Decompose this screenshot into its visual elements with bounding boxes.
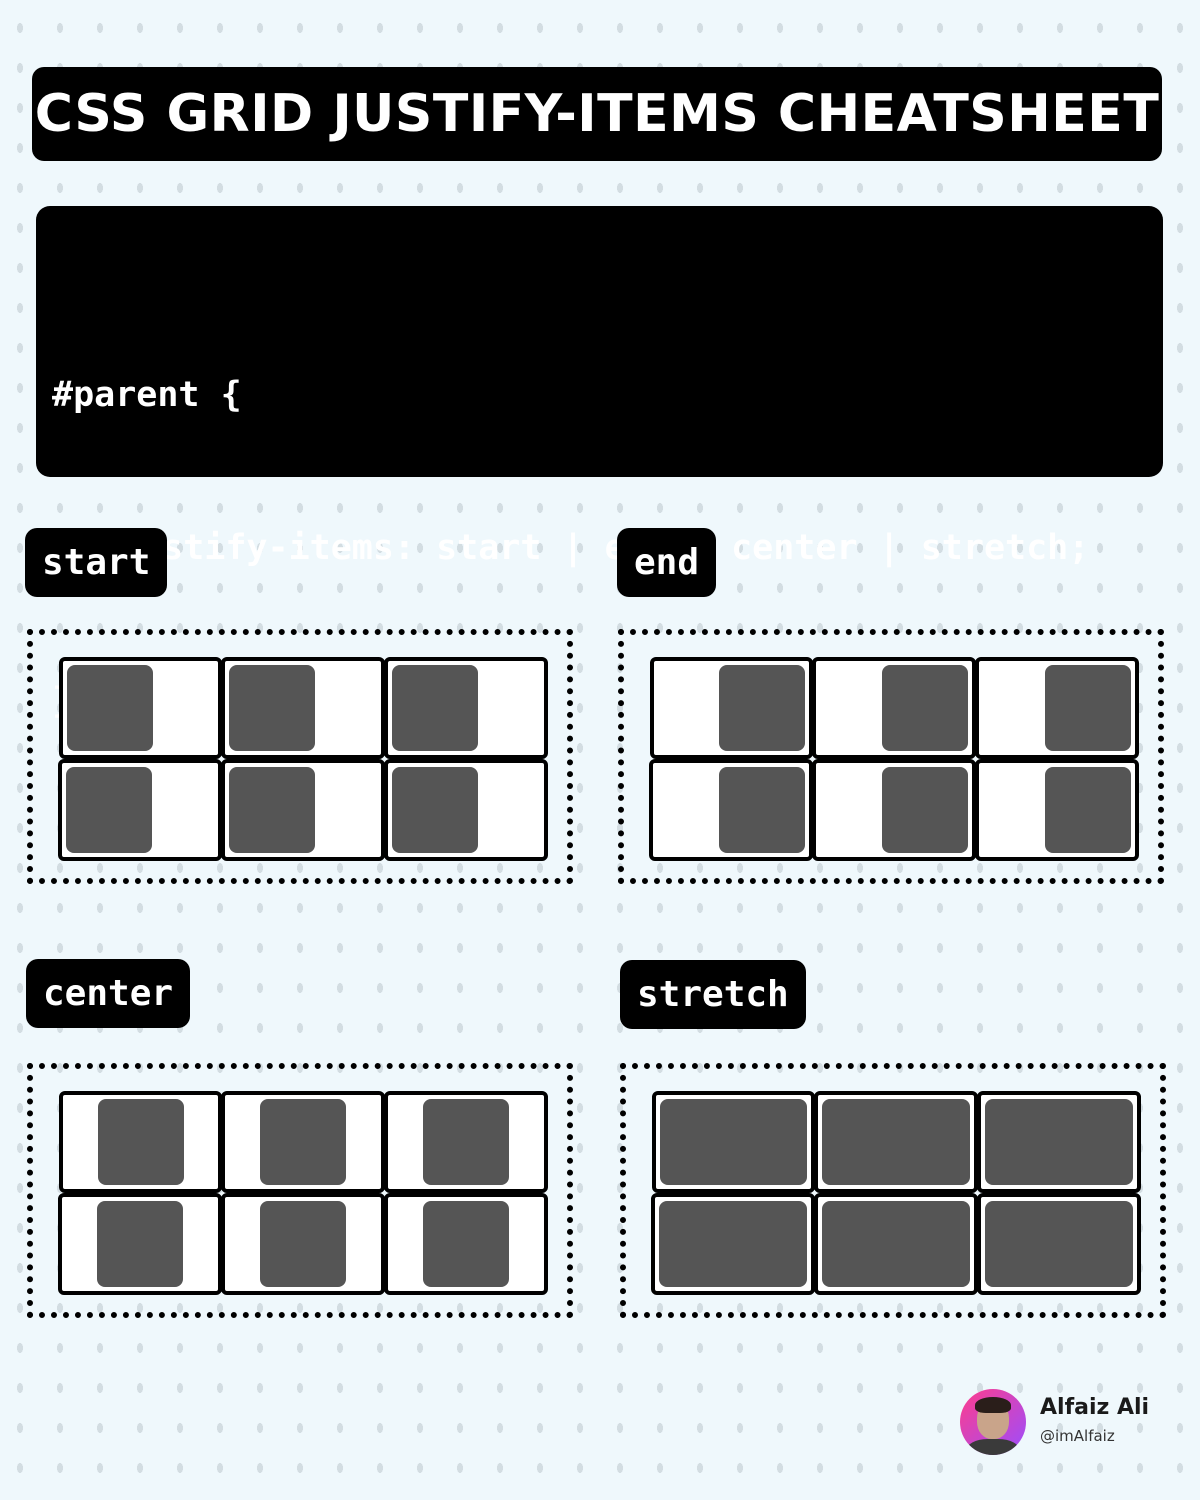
grid-cell: [58, 1193, 222, 1295]
grid-item: [260, 1201, 346, 1287]
grid-cell: [977, 1193, 1141, 1295]
avatar-hair: [975, 1397, 1011, 1413]
author-name: Alfaiz Ali: [1040, 1395, 1150, 1420]
grid-cell: [58, 759, 222, 861]
end-grid: [649, 657, 1139, 861]
start-grid: [58, 657, 548, 861]
center-grid: [58, 1091, 548, 1295]
grid-cell: [59, 657, 222, 759]
grid-cell: [812, 759, 976, 861]
grid-item: [985, 1099, 1133, 1185]
grid-cell: [975, 759, 1139, 861]
grid-item: [822, 1201, 970, 1287]
end-grid-container: [618, 629, 1164, 884]
grid-cell: [650, 657, 813, 759]
page-title-text: CSS GRID JUSTIFY-ITEMS CHEATSHEET: [34, 84, 1160, 144]
grid-item: [985, 1201, 1133, 1287]
grid-cell: [384, 1193, 548, 1295]
page-title: CSS GRID JUSTIFY-ITEMS CHEATSHEET: [32, 67, 1162, 161]
grid-item: [1045, 767, 1131, 853]
grid-cell: [221, 759, 385, 861]
code-block: #parent { justify-items: start | end | c…: [36, 206, 1163, 721]
grid-item: [229, 767, 315, 853]
grid-item: [229, 665, 315, 751]
grid-cell: [975, 657, 1139, 759]
grid-item: [97, 1099, 184, 1185]
grid-cell: [652, 1091, 815, 1193]
grid-item: [882, 767, 968, 853]
grid-item: [423, 1099, 509, 1185]
grid-item: [97, 1201, 183, 1287]
grid-item: [67, 665, 153, 751]
grid-cell: [384, 657, 548, 759]
grid-cell: [221, 1193, 385, 1295]
stretch-grid: [651, 1091, 1141, 1295]
grid-cell: [812, 657, 976, 759]
grid-item: [719, 665, 805, 751]
grid-cell: [221, 1091, 385, 1193]
grid-cell: [59, 1091, 222, 1193]
grid-cell: [221, 657, 385, 759]
start-grid-container: [27, 629, 573, 884]
grid-item: [822, 1099, 970, 1185]
grid-item: [423, 1201, 509, 1287]
grid-cell: [651, 1193, 815, 1295]
grid-item: [882, 665, 968, 751]
grid-cell: [649, 759, 813, 861]
code-line-1: #parent {: [52, 375, 242, 415]
center-label: center: [26, 959, 191, 1028]
code-line-2: justify-items: start | end | center | st…: [120, 528, 1090, 568]
author-card: Alfaiz Ali @imAlfaiz: [960, 1387, 1160, 1457]
center-grid-container: [27, 1063, 573, 1318]
grid-item: [719, 767, 805, 853]
grid-cell: [814, 1193, 978, 1295]
grid-cell: [814, 1091, 978, 1193]
start-label: start: [25, 528, 168, 597]
grid-item: [392, 665, 478, 751]
author-handle: @imAlfaiz: [1040, 1427, 1115, 1445]
avatar: [960, 1389, 1026, 1455]
grid-item: [392, 767, 478, 853]
grid-item: [260, 1099, 346, 1185]
avatar-shirt: [966, 1439, 1020, 1455]
grid-cell: [384, 1091, 548, 1193]
stretch-grid-container: [620, 1063, 1166, 1318]
grid-cell: [384, 759, 548, 861]
grid-item: [1045, 665, 1131, 751]
grid-cell: [977, 1091, 1141, 1193]
stretch-label: stretch: [620, 960, 806, 1029]
grid-item: [659, 1201, 807, 1287]
grid-item: [660, 1099, 807, 1185]
end-label: end: [617, 528, 717, 597]
grid-item: [66, 767, 152, 853]
